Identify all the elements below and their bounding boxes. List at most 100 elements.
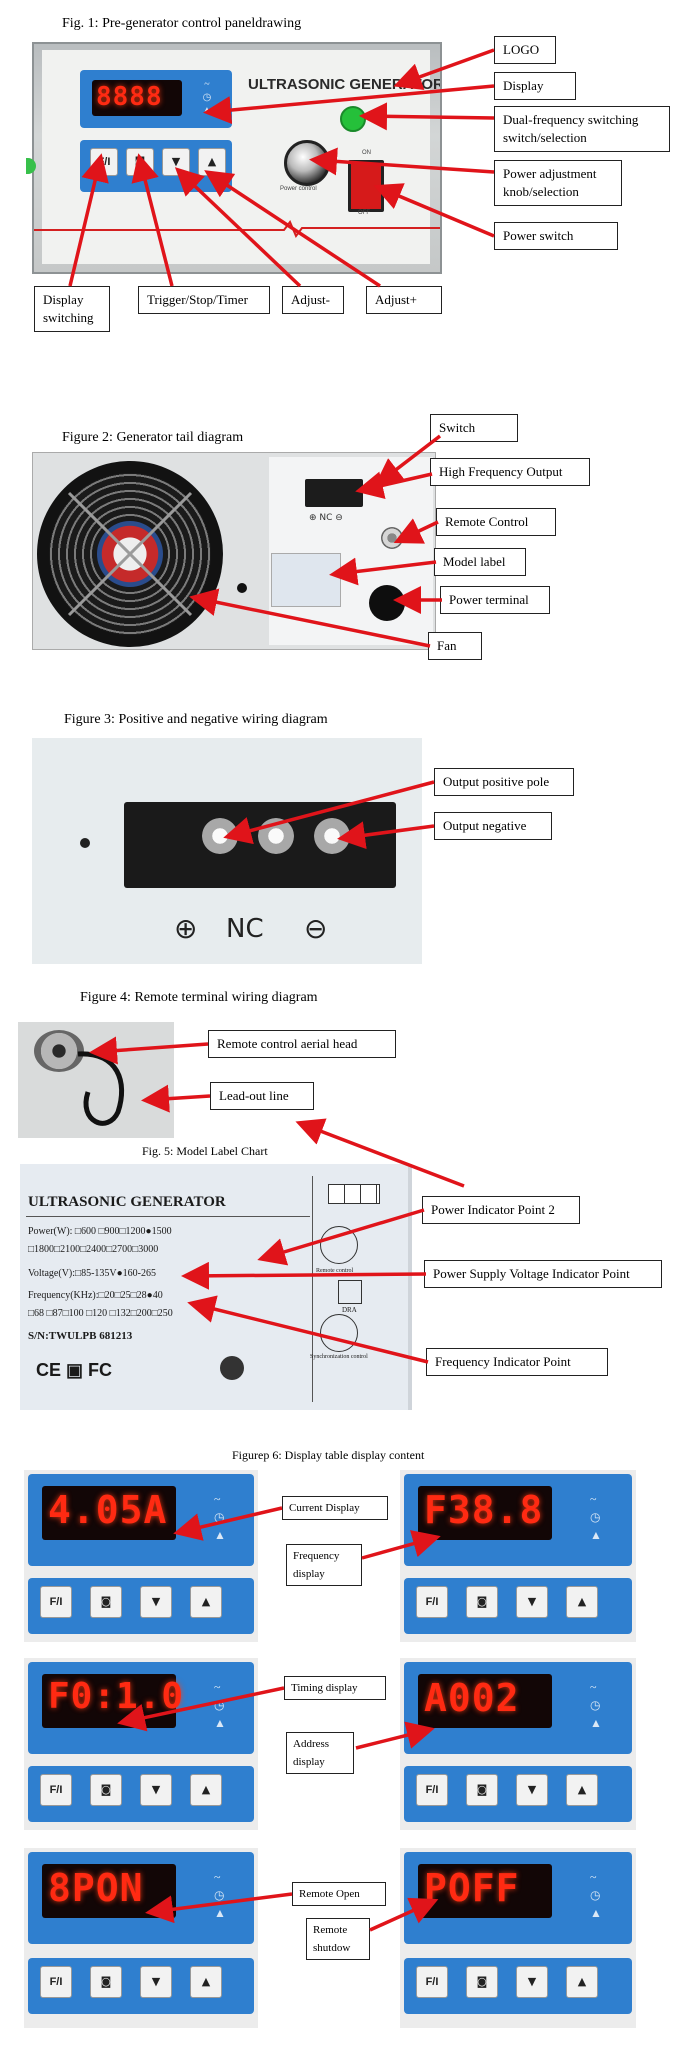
fi-key[interactable]: F/I — [90, 148, 118, 176]
label-display-switching: Display switching — [34, 286, 110, 332]
mark-positive: ⊕ — [174, 912, 198, 945]
knob-label: Power control — [280, 186, 317, 192]
plus-key[interactable]: ▲ — [190, 1774, 222, 1806]
control-panel-photo: 8888 ~◷▲ F/I ◙ ▼ ▲ ULTRASONIC GENERATOR … — [32, 42, 442, 274]
minus-key[interactable]: ▼ — [516, 1966, 548, 1998]
remote-circle — [320, 1226, 358, 1264]
minus-key[interactable]: ▼ — [516, 1774, 548, 1806]
model-label-edge — [408, 1164, 412, 1410]
power-terminal-socket — [369, 585, 405, 621]
hf-terminal-block — [305, 479, 363, 507]
label-model-label: Model label — [434, 548, 526, 576]
remote-text: Remote control — [316, 1268, 354, 1274]
minus-key[interactable]: ▼ — [140, 1774, 172, 1806]
address-display-value: A002 — [424, 1676, 520, 1720]
model-label-photo: ULTRASONIC GENERATOR Power(W): □600 □900… — [20, 1164, 408, 1410]
display-panel-current: 4.05A ~◷▲ F/I ◙ ▼ ▲ — [24, 1470, 258, 1642]
label-power-line1: Power(W): □600 □900□1200●1500 — [28, 1226, 172, 1237]
label-power-switch: Power switch — [494, 222, 618, 250]
mark-negative: ⊖ — [304, 912, 328, 945]
current-display-value: 4.05A — [48, 1488, 168, 1532]
panel-lcd — [418, 1864, 552, 1918]
trigger-key[interactable]: ◙ — [126, 148, 154, 176]
label-frequency-display: Frequency display — [286, 1544, 362, 1586]
frequency-display-value: F38.8 — [424, 1488, 544, 1532]
plus-key[interactable]: ▲ — [198, 148, 226, 176]
screw-positive — [202, 818, 238, 854]
fi-key[interactable]: F/I — [40, 1774, 72, 1806]
plus-key[interactable]: ▲ — [566, 1774, 598, 1806]
minus-key[interactable]: ▼ — [140, 1966, 172, 1998]
panel-lcd — [418, 1674, 552, 1728]
minus-key[interactable]: ▼ — [140, 1586, 172, 1618]
label-freq-line1: Frequency(KHz):□20□25□28●40 — [28, 1290, 163, 1301]
dra-text: DRA — [342, 1306, 357, 1314]
label-adjust-minus: Adjust- — [282, 286, 344, 314]
label-current-display: Current Display — [282, 1496, 388, 1520]
label-remote-shutdown: Remote shutdow — [306, 1918, 370, 1960]
timer-key[interactable]: ◙ — [466, 1774, 498, 1806]
timer-key[interactable]: ◙ — [90, 1586, 122, 1618]
label-logo: LOGO — [494, 36, 556, 64]
label-fan: Fan — [428, 632, 482, 660]
status-icons: ~◷▲ — [214, 1870, 226, 1920]
label-display: Display — [494, 72, 576, 100]
status-icons: ~◷▲ — [202, 79, 212, 116]
label-output-positive: Output positive pole — [434, 768, 574, 796]
display-panel-timing: F0:1.0 ~◷▲ F/I ◙ ▼ ▲ — [24, 1658, 258, 1830]
fig5-caption: Fig. 5: Model Label Chart — [142, 1144, 268, 1158]
plus-key[interactable]: ▲ — [190, 1966, 222, 1998]
status-icons: ~◷▲ — [590, 1870, 602, 1920]
fi-key[interactable]: F/I — [40, 1586, 72, 1618]
dual-frequency-button[interactable] — [340, 106, 366, 132]
display-panel-address: A002 ~◷▲ F/I ◙ ▼ ▲ — [400, 1658, 636, 1830]
fi-key[interactable]: F/I — [40, 1966, 72, 1998]
fi-key[interactable]: F/I — [416, 1966, 448, 1998]
label-frequency-indicator: Frequency Indicator Point — [426, 1348, 608, 1376]
label-title: ULTRASONIC GENERATOR — [28, 1194, 226, 1210]
label-address-display: Address display — [286, 1732, 354, 1774]
label-sn-line: S/N:TWULPB 681213 — [28, 1330, 133, 1342]
status-icons: ~◷▲ — [214, 1680, 226, 1730]
status-icons: ~◷▲ — [590, 1492, 602, 1542]
label-output-negative: Output negative — [434, 812, 552, 840]
label-remote-open: Remote Open — [292, 1882, 386, 1906]
aerial-head — [34, 1030, 84, 1072]
remote-open-value: 8PON — [48, 1866, 144, 1910]
label-power-adjustment: Power adjustment knob/selection — [494, 160, 622, 206]
display-window — [92, 80, 182, 116]
timer-key[interactable]: ◙ — [466, 1586, 498, 1618]
minus-key[interactable]: ▼ — [516, 1586, 548, 1618]
fi-key[interactable]: F/I — [416, 1774, 448, 1806]
timer-key[interactable]: ◙ — [90, 1966, 122, 1998]
power-knob[interactable] — [284, 140, 330, 186]
display-panel-frequency: F38.8 ~◷▲ F/I ◙ ▼ ▲ — [400, 1470, 636, 1642]
terminal-marks: ⊕ NC ⊖ — [309, 513, 343, 523]
status-icons: ~◷▲ — [214, 1492, 226, 1542]
display-panel-remote-shutdown: POFF ~◷▲ F/I ◙ ▼ ▲ — [400, 1848, 636, 2028]
mount-hole — [80, 838, 90, 848]
plus-key[interactable]: ▲ — [566, 1966, 598, 1998]
wiring-photo: ⊕ NC ⊖ — [32, 738, 422, 964]
panel-red-line — [34, 220, 440, 238]
tail-photo: ⊕ NC ⊖ — [32, 452, 436, 650]
timer-key[interactable]: ◙ — [90, 1774, 122, 1806]
label-power-line2: □1800□2100□2400□2700□3000 — [28, 1244, 159, 1255]
label-freq-line2: □68 □87□100 □120 □132□200□250 — [28, 1308, 173, 1319]
power-switch-rocker[interactable] — [348, 160, 384, 212]
fig2-caption: Figure 2: Generator tail diagram — [62, 430, 244, 445]
minus-key[interactable]: ▼ — [162, 148, 190, 176]
remote-connector — [381, 527, 403, 549]
label-adjust-plus: Adjust+ — [366, 286, 442, 314]
plus-key[interactable]: ▲ — [566, 1586, 598, 1618]
plus-key[interactable]: ▲ — [190, 1586, 222, 1618]
timer-key[interactable]: ◙ — [466, 1966, 498, 1998]
remote-terminal-photo — [18, 1022, 174, 1138]
label-trigger: Trigger/Stop/Timer — [138, 286, 270, 314]
fi-key[interactable]: F/I — [416, 1586, 448, 1618]
lead-out-wire — [77, 1051, 125, 1126]
status-icons: ~◷▲ — [590, 1680, 602, 1730]
fig6-caption: Figurep 6: Display table display content — [232, 1448, 425, 1462]
dra-square — [338, 1280, 362, 1304]
label-voltage-indicator: Power Supply Voltage Indicator Point — [424, 1260, 662, 1288]
